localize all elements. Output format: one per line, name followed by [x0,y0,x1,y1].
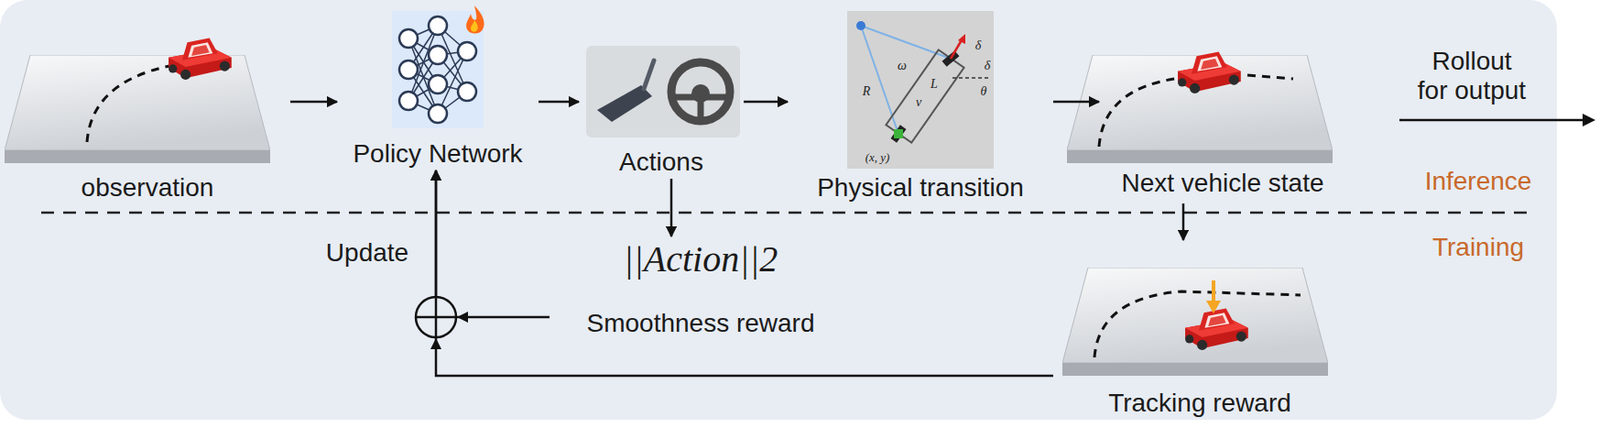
policy-network-icon [399,29,418,48]
bicycle-model-figure [885,49,964,142]
bicycle-model-figure [860,25,899,134]
policy-network-icon [399,91,418,110]
policy-network-icon [428,104,447,123]
bicycle-model-figure [860,25,951,59]
policy-network-icon [466,5,484,34]
tracking-figure [1185,308,1249,351]
node-label: observation [81,173,215,203]
actions-panel: Actions [578,36,744,179]
node-label: Actions [619,147,704,177]
policy-network-icon [457,42,477,61]
policy-network-icon [470,20,479,33]
observation-figure [168,38,232,81]
steer-angle-symbol: δ [984,58,991,74]
velocity-symbol: v [915,95,922,110]
policy-network-icon [457,82,477,101]
rollout-label: Rollout for output [1414,46,1529,106]
sum-junction [457,311,469,323]
next-state-panel: Next vehicle state [1099,36,1347,204]
update-label: Update [326,238,409,268]
sum-junction [430,337,442,349]
bicycle-model-figure [856,21,866,31]
background-panel [0,0,1557,420]
next-state-figure [1099,77,1182,147]
actions-figure [586,45,741,138]
observation-figure [4,54,271,164]
flow-arrow [538,100,579,104]
action-norm-formula: ||Action||2 [623,238,778,281]
flow-arrow [1182,203,1186,240]
bicycle-model-figure [847,10,994,169]
yaw-rate-symbol: ω [897,58,907,74]
radius-symbol: R [862,84,871,99]
tracking-figure [1206,300,1221,314]
next-state-figure [1066,52,1333,164]
actions-figure [671,62,730,121]
actions-figure [643,60,654,89]
tracking-figure [1094,291,1301,358]
tracking-figure [1062,267,1328,376]
sum-junction [415,296,457,338]
tracking-reward-panel: Tracking reward [1053,239,1347,420]
policy-network-icon [428,75,447,94]
tracking-figure [1062,267,1328,376]
inference-training-divider [41,212,1535,214]
rollout-arrow [1399,119,1585,122]
flow-arrow [290,100,338,104]
bicycle-model-figure [957,33,966,44]
node-label: Tracking reward [1108,388,1292,418]
bicycle-model-figure [891,124,907,142]
node-label: Policy Network [352,139,523,169]
policy-network-panel: Policy Network [337,7,539,171]
rollout-arrow [1399,113,1596,127]
actions-figure [697,95,705,120]
bicycle-model-figure [952,76,991,79]
observation-figure [4,38,271,164]
flow-arrow [435,170,550,317]
observation-panel: observation [4,22,291,207]
phase-label: Inference [1425,166,1533,196]
rollout-arrow [1582,113,1596,127]
wheelbase-symbol: L [930,76,938,92]
actions-figure [586,45,741,138]
flow-arrow [435,170,1054,376]
sum-junction [415,296,469,349]
heading-symbol: θ [980,84,988,99]
node-label: Smoothness reward [586,308,815,338]
steer-angle-symbol: δ [975,38,982,54]
tracking-figure [1211,280,1216,303]
next-state-figure [1247,75,1294,79]
observation-figure [87,65,170,142]
smoothness-reward-box: ||Action||2Smoothness reward [549,236,852,342]
sum-junction [435,296,438,338]
bicycle-model-figure [893,129,904,139]
node-label: Next vehicle state [1121,168,1325,198]
policy-network-icon [428,16,447,35]
bicycle-model-figure [847,10,994,169]
node-label: Physical transition [816,173,1024,203]
position-symbol: (x, y) [865,151,891,165]
flow-arrow [670,178,674,237]
inference-training-divider [41,211,1535,215]
policy-network-icon [391,5,485,129]
flow-arrow [1053,100,1100,104]
policy-network-icon [399,60,418,79]
flow-arrow [743,100,788,104]
phase-label: Training [1432,232,1524,262]
next-state-figure [1177,52,1241,95]
policy-network-icon [399,16,477,123]
policy-network-icon [428,45,447,65]
